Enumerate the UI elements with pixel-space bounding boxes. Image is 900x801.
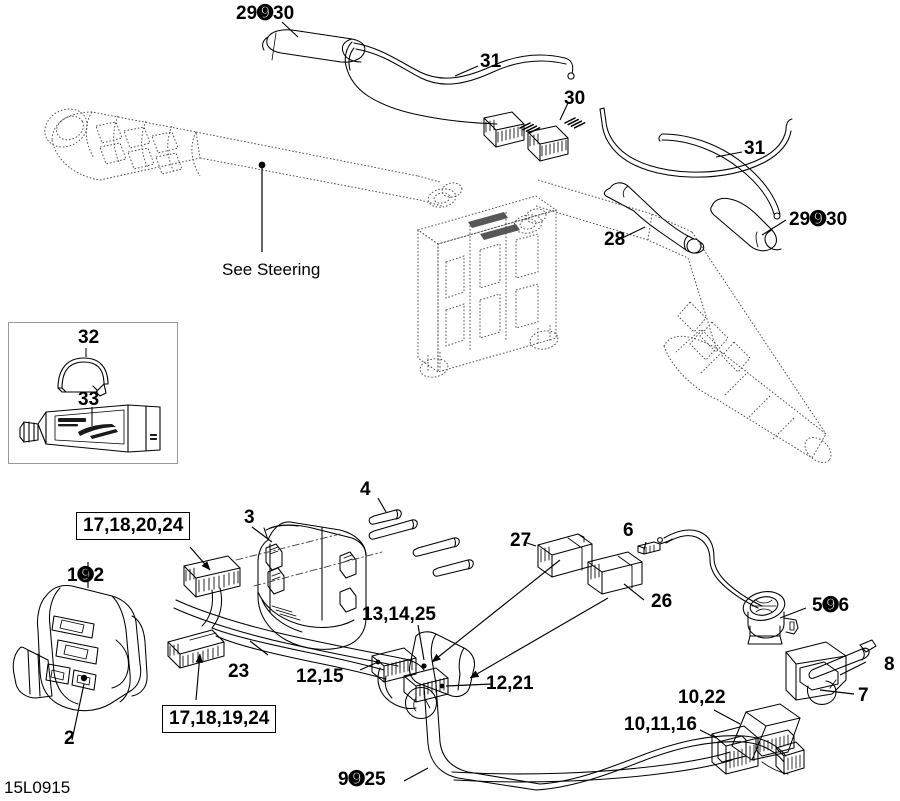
callout-10-11-16: 10,11,16 — [624, 714, 697, 735]
callout-30-connectors: 30 — [564, 88, 586, 109]
leader-lines-bottom — [71, 497, 867, 782]
wire-terminal-to-sensor — [663, 529, 763, 609]
callout-2: 2 — [64, 728, 75, 749]
callout-8: 8 — [884, 654, 895, 675]
label-see-steering: See Steering — [222, 260, 321, 279]
part-switch-housing-13-14-25 — [371, 631, 475, 720]
callout-12-21: 12,21 — [486, 673, 534, 694]
part-lever-housing-3 — [257, 521, 367, 650]
callout-7: 7 — [858, 685, 869, 706]
callout-31-right: 31 — [744, 138, 766, 159]
callout-29-30-top: 29➒30 — [236, 3, 295, 24]
part-cable-31-left — [344, 41, 575, 125]
part-sensor-5-6 — [742, 591, 799, 645]
part-grease-tube-33 — [19, 404, 161, 453]
part-clip-32 — [57, 357, 109, 397]
part-bolt-8 — [808, 639, 877, 679]
grease-tube-label-art — [58, 418, 157, 440]
callout-28: 28 — [604, 229, 626, 250]
boxed-callout-17-18-20-24: 17,18,20,24 — [76, 512, 191, 540]
phantom-handlebar-assembly — [44, 108, 832, 463]
callout-3: 3 — [244, 507, 255, 528]
sheet-code: 15L0915 — [4, 778, 71, 797]
callout-13-14-25: 13,14,25 — [362, 604, 436, 625]
part-cable-31-right — [658, 133, 781, 220]
part-connector-top-b — [527, 125, 569, 162]
callout-26: 26 — [651, 591, 673, 612]
part-hose-29-30-right — [710, 197, 782, 252]
callout-6: 6 — [623, 520, 634, 541]
part-hose-top-left — [262, 29, 366, 63]
inset-leaders — [85, 348, 93, 426]
callout-5-6: 5➒6 — [812, 595, 850, 616]
part-connector-27 — [537, 533, 593, 578]
switch-2-dot — [80, 674, 88, 682]
part-connector-10-11-16 — [711, 725, 805, 775]
part-connector-top-a — [483, 111, 525, 148]
leader-lines-top — [281, 21, 787, 241]
callout-23: 23 — [228, 661, 250, 682]
housing-center-axis — [235, 533, 383, 587]
part-bracket-7 — [785, 641, 847, 705]
part-harness-23 — [201, 587, 387, 680]
part-connector-kit-upper — [183, 555, 241, 598]
part-connector-26 — [587, 551, 643, 595]
part-cable-31-stem — [599, 107, 793, 178]
callout-10-22: 10,22 — [678, 687, 726, 708]
callout-27: 27 — [510, 530, 532, 551]
see-steering-dot — [258, 161, 266, 169]
callout-29-30-right: 29➒30 — [789, 209, 848, 230]
callout-31-top-left: 31 — [480, 51, 502, 72]
part-switch-assembly-1-2 — [12, 585, 148, 712]
phantom-riser-plate — [468, 212, 520, 240]
callout-4: 4 — [360, 479, 371, 500]
callout-12-15: 12,15 — [296, 666, 344, 687]
part-harness-9-25 — [173, 599, 787, 791]
part-connector-10-22 — [731, 703, 801, 761]
part-terminal-6 — [637, 537, 673, 555]
callout-1-2: 1➒2 — [67, 565, 105, 586]
part-hose-28 — [603, 182, 705, 254]
callout-32: 32 — [78, 327, 100, 348]
boxed-callout-17-18-19-24: 17,18,19,24 — [162, 705, 277, 733]
callout-9-25: 9➒25 — [338, 769, 386, 790]
part-screws-4 — [368, 509, 474, 577]
callout-33: 33 — [78, 389, 100, 410]
part-connector-kit-lower — [167, 629, 225, 669]
